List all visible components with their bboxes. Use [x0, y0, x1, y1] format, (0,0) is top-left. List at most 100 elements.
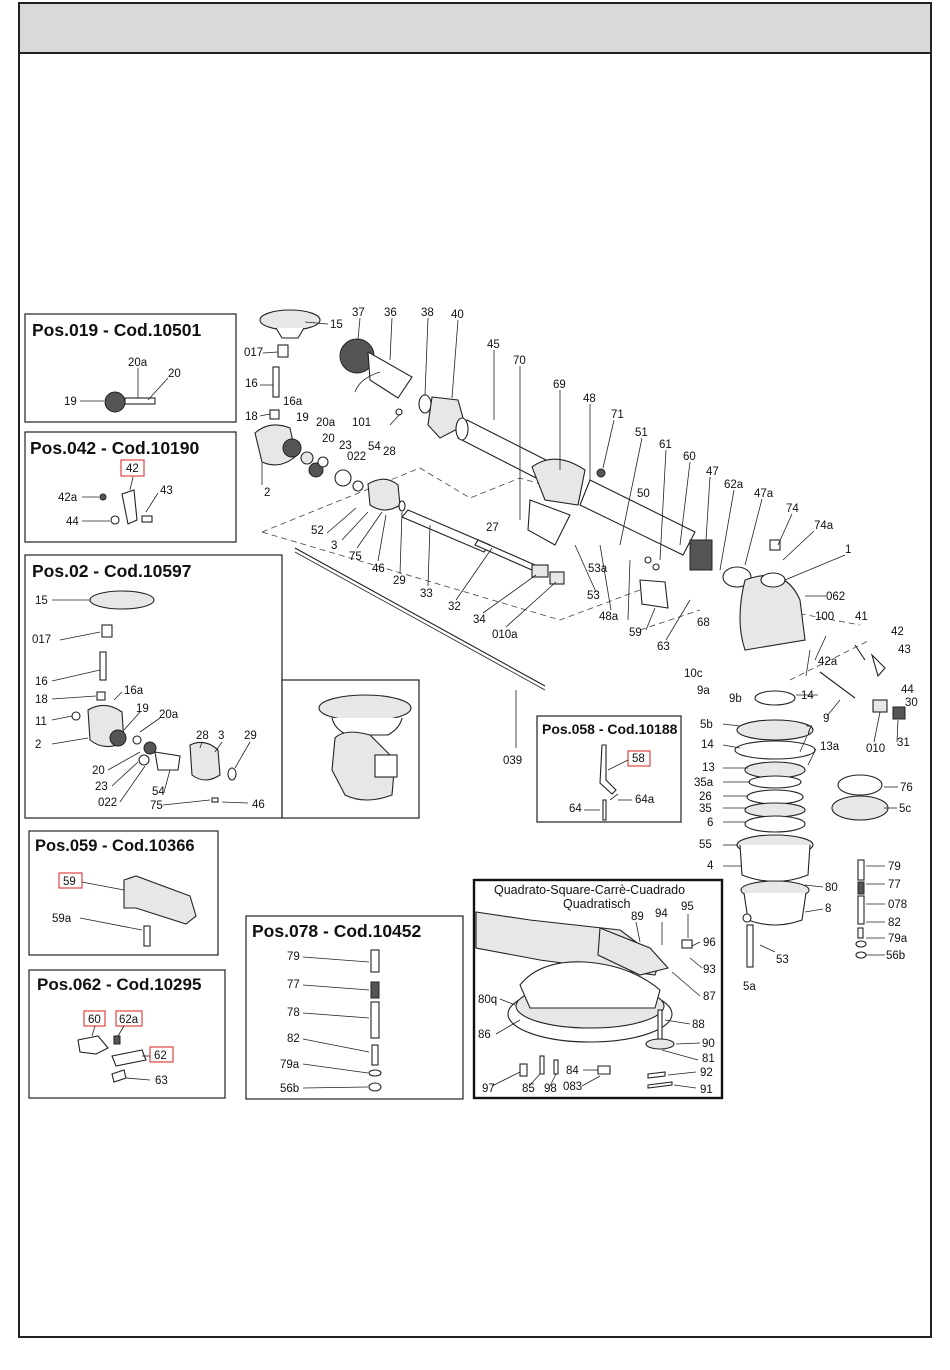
main-label: 022	[347, 451, 366, 463]
main-label: 20	[322, 433, 335, 445]
inset-label: 63	[155, 1075, 168, 1087]
inset-label: 87	[703, 991, 716, 1003]
inset-label: 58	[632, 753, 645, 765]
inset-label: 19	[64, 396, 77, 408]
inset-label: 89	[631, 911, 644, 923]
main-label: 10c	[684, 668, 703, 680]
inset-pos058: Pos.058 - Cod.10188 58 64a 64	[536, 715, 682, 823]
main-label: 100	[815, 611, 834, 623]
main-label: 52	[311, 525, 324, 537]
inset-label: 28	[196, 730, 209, 742]
highlight-box	[115, 1010, 143, 1027]
inset-quadrato: Quadrato-Square-Carrè-Cuadrado Quadratis…	[472, 878, 724, 1100]
main-label: 59	[629, 627, 642, 639]
highlight-box	[83, 1010, 106, 1027]
inset-label: 91	[700, 1084, 713, 1096]
main-label: 37	[352, 307, 365, 319]
main-label: 14	[801, 690, 814, 702]
main-label: 20a	[316, 417, 336, 429]
inset-label: 42	[126, 463, 139, 475]
inset-label: 94	[655, 908, 668, 920]
inset-title: Pos.062 - Cod.10295	[37, 975, 201, 994]
main-label: 2	[264, 487, 270, 499]
main-label: 5a	[743, 981, 756, 993]
inset-label: 2	[35, 739, 41, 751]
inset-label: 92	[700, 1067, 713, 1079]
main-label: 69	[553, 379, 566, 391]
main-label: 9b	[729, 693, 742, 705]
header-bar	[20, 4, 930, 54]
main-label: 27	[486, 522, 499, 534]
inset-label: 18	[35, 694, 48, 706]
inset-label: 75	[150, 800, 163, 812]
main-label: 74a	[814, 520, 834, 532]
main-label: 19	[296, 412, 309, 424]
main-label: 79a	[888, 933, 908, 945]
inset-label: 23	[95, 781, 108, 793]
inset-label: 16a	[124, 685, 144, 697]
inset-label: 85	[522, 1083, 535, 1095]
main-label: 47	[706, 466, 719, 478]
main-label: 70	[513, 355, 526, 367]
main-label: 47a	[754, 488, 774, 500]
main-label: 36	[384, 307, 397, 319]
inset-label: 29	[244, 730, 257, 742]
main-label: 79	[888, 861, 901, 873]
main-label: 13	[702, 762, 715, 774]
main-label: 32	[448, 601, 461, 613]
inset-label: 81	[702, 1053, 715, 1065]
main-label: 41	[855, 611, 868, 623]
main-label: 16a	[283, 396, 303, 408]
main-label: 31	[897, 737, 910, 749]
main-label: 23	[339, 440, 352, 452]
main-label: 15	[330, 319, 343, 331]
inset-label: 56b	[280, 1083, 299, 1095]
inset-label: 88	[692, 1019, 705, 1031]
main-label: 5c	[899, 803, 911, 815]
inset-title: Quadrato-Square-Carrè-Cuadrado	[494, 883, 685, 897]
inset-label: 44	[66, 516, 79, 528]
main-label: 38	[421, 307, 434, 319]
inset-label: 59	[63, 876, 76, 888]
inset-label: 46	[252, 799, 265, 811]
main-label: 80	[825, 882, 838, 894]
main-label: 039	[503, 755, 522, 767]
main-label: 7	[806, 725, 812, 737]
main-label: 078	[888, 899, 907, 911]
inset-label: 60	[88, 1014, 101, 1026]
inset-label: 15	[35, 595, 48, 607]
main-label: 53a	[588, 563, 608, 575]
main-label: 62a	[724, 479, 744, 491]
highlight-box	[58, 872, 83, 889]
main-label: 44	[901, 684, 914, 696]
main-label: 9a	[697, 685, 710, 697]
main-label: 54	[368, 441, 381, 453]
inset-label: 95	[681, 901, 694, 913]
main-label: 18	[245, 411, 258, 423]
main-label: 68	[697, 617, 710, 629]
main-label: 42	[891, 626, 904, 638]
main-label: 46	[372, 563, 385, 575]
inset-pos042: Pos.042 - Cod.10190 42 42a 43 44	[24, 431, 237, 543]
inset-title: Pos.059 - Cod.10366	[35, 837, 195, 855]
main-label: 30	[905, 697, 918, 709]
inset-label: 43	[160, 485, 173, 497]
main-label: 010	[866, 743, 885, 755]
main-label: 017	[244, 347, 263, 359]
inset-label: 11	[35, 716, 47, 728]
inset-label: 022	[98, 797, 117, 809]
main-label: 14	[701, 739, 714, 751]
main-label: 42a	[818, 656, 838, 668]
inset-label: 42a	[58, 492, 78, 504]
inset-label: 96	[703, 937, 716, 949]
main-label: 48	[583, 393, 596, 405]
main-label: 75	[349, 551, 362, 563]
main-label: 55	[699, 839, 712, 851]
inset-title: Pos.058 - Cod.10188	[542, 721, 678, 737]
inset-label: 82	[287, 1033, 300, 1045]
main-label: 45	[487, 339, 500, 351]
inset-label: 79	[287, 951, 300, 963]
inset-label: 083	[563, 1081, 582, 1093]
inset-label: 54	[152, 786, 165, 798]
inset-label: 3	[218, 730, 224, 742]
